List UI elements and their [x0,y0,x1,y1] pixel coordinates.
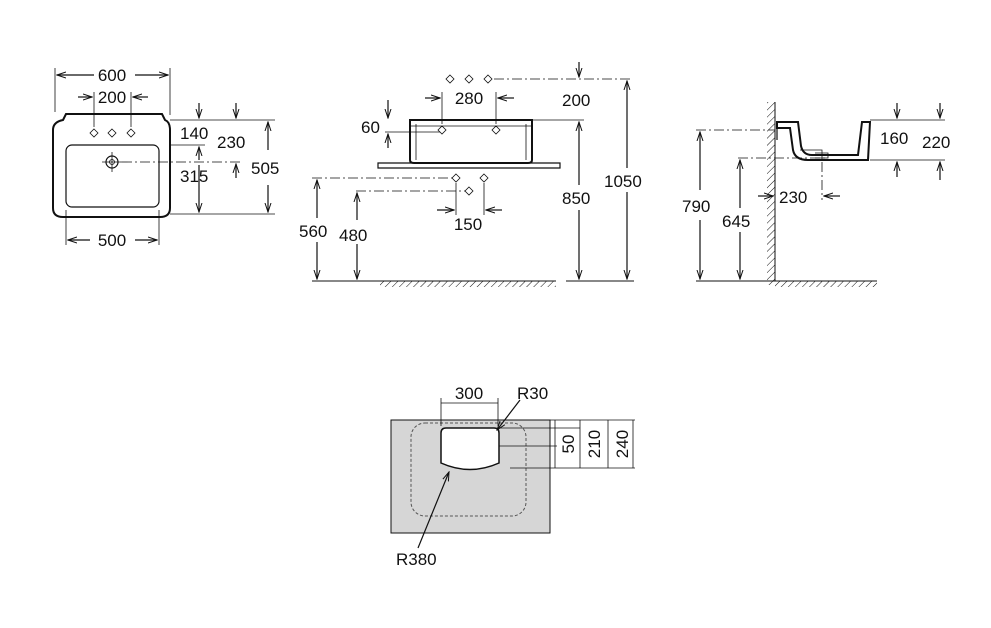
profile-view: 790 645 230 160 220 [682,102,950,287]
wall-hatch [767,102,775,285]
dim-280: 280 [455,89,483,108]
cutout-opening [440,427,500,471]
dim-r30: R30 [517,384,548,403]
dim-150: 150 [454,215,482,234]
dim-850: 850 [562,189,590,208]
basin-front-elevation [409,119,533,164]
dim-560: 560 [299,222,327,241]
countertop [377,162,561,169]
dim-200-front: 200 [98,88,126,107]
dim-500: 500 [98,231,126,250]
tap-holes [89,128,136,138]
tap-holes-top [445,74,493,84]
dim-240: 240 [613,430,632,458]
dim-230-front: 230 [217,133,245,152]
dim-1050: 1050 [604,172,642,191]
basin-profile [776,121,872,161]
dim-315: 315 [180,167,208,186]
dim-140: 140 [180,124,208,143]
dim-600: 600 [98,66,126,85]
dim-210: 210 [585,430,604,458]
dim-50: 50 [559,435,578,454]
dim-60: 60 [361,118,380,137]
front-view: 600 200 500 140 230 315 505 [52,66,279,250]
dim-160: 160 [880,129,908,148]
dim-645: 645 [722,212,750,231]
basin-outline [52,113,171,218]
dim-790: 790 [682,197,710,216]
dim-300: 300 [455,384,483,403]
dim-230-profile: 230 [779,188,807,207]
bowl-outline [65,144,160,208]
dim-480: 480 [339,226,367,245]
side-view: 280 200 60 150 850 1050 560 480 [299,62,642,287]
dim-220: 220 [922,133,950,152]
floor-hatch [380,281,556,287]
basin-footprint-outline [410,422,527,517]
cutout-template: 300 R30 50 210 240 R380 [390,384,635,569]
dim-505: 505 [251,159,279,178]
dim-200-side: 200 [562,91,590,110]
dim-r380: R380 [396,550,437,569]
